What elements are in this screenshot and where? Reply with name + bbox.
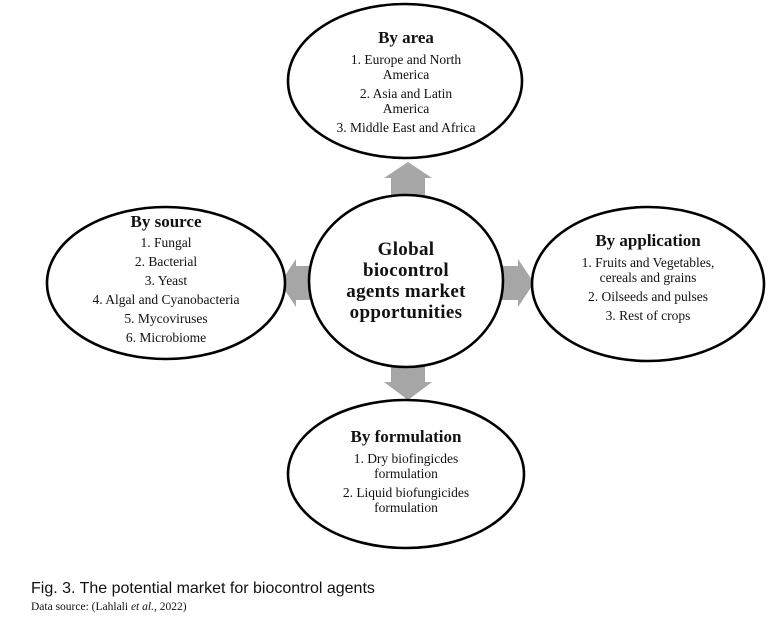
node-formulation-title: By formulation [350,427,462,446]
center-line: agents market [346,281,466,302]
node-area: By area 1. Europe and North America 2. A… [290,28,522,135]
node-application: By application 1. Fruits and Vegetables,… [540,231,756,323]
node-source-item: 6. Microbiome [125,330,207,345]
node-source-item: 1. Fungal [140,235,192,250]
arrow-left [280,259,312,307]
node-application-item-line: 2. Oilseeds and pulses [588,289,708,304]
arrow-up [384,162,432,196]
center-line: biocontrol [362,260,450,281]
center-line: opportunities [349,302,463,323]
node-application-item: 2. Oilseeds and pulses [540,289,756,304]
arrow-down [384,364,432,400]
node-formulation-item: 1. Dry biofingicdes formulation [296,451,516,481]
node-area-item-line: 1. Europe and North [350,52,462,67]
node-source-item: 3. Yeast [144,273,188,288]
center-node: Global biocontrol agents market opportun… [316,239,496,323]
data-source: Data source: (Lahlali et al., 2022) [31,601,187,613]
node-application-ellipse [530,205,766,363]
node-application-item-line: cereals and grains [599,270,697,285]
node-formulation-item-line: 1. Dry biofingicdes [353,451,459,466]
data-source-suffix: , 2022) [153,601,187,613]
node-area-item: 1. Europe and North America [290,52,522,82]
data-source-prefix: Data source: (Lahlali [31,601,131,613]
node-source-ellipse [45,205,287,361]
data-source-et-al: et al. [130,601,154,613]
node-area-item: 2. Asia and Latin America [290,86,522,116]
node-source-item: 5. Mycoviruses [124,311,208,326]
node-application-item-line: 1. Fruits and Vegetables, [581,255,715,270]
node-application-item-line: 3. Rest of crops [605,308,691,323]
node-application-item: 1. Fruits and Vegetables, cereals and gr… [540,255,756,285]
node-formulation: By formulation 1. Dry biofingicdes formu… [296,427,516,515]
node-area-item-line: 2. Asia and Latin [359,86,453,101]
node-area-item: 3. Middle East and Africa [290,120,522,135]
node-area-item-line: 3. Middle East and Africa [336,120,476,135]
node-formulation-item-line: formulation [374,500,438,515]
node-source-item: 2. Bacterial [134,254,198,269]
node-formulation-ellipse [286,398,526,550]
node-area-item-line: America [382,67,430,82]
figure-caption: Fig. 3. The potential market for biocont… [31,580,375,597]
center-line: Global [377,239,435,260]
node-application-item: 3. Rest of crops [540,308,756,323]
node-application-title: By application [595,231,701,250]
node-formulation-item: 2. Liquid biofungicides formulation [296,485,516,515]
node-source-item: 4. Algal and Cyanobacteria [92,292,240,307]
node-area-item-line: America [382,101,430,116]
market-opportunities-diagram [45,2,766,550]
node-formulation-item-line: formulation [374,466,438,481]
node-area-ellipse [286,2,524,160]
node-area-title: By area [378,28,434,47]
node-formulation-item-line: 2. Liquid biofungicides [342,485,470,500]
node-source: By source 1. Fungal 2. Bacterial 3. Yeas… [56,212,276,345]
node-source-title: By source [130,212,202,231]
center-circle [307,193,505,369]
arrow-right [502,259,534,307]
